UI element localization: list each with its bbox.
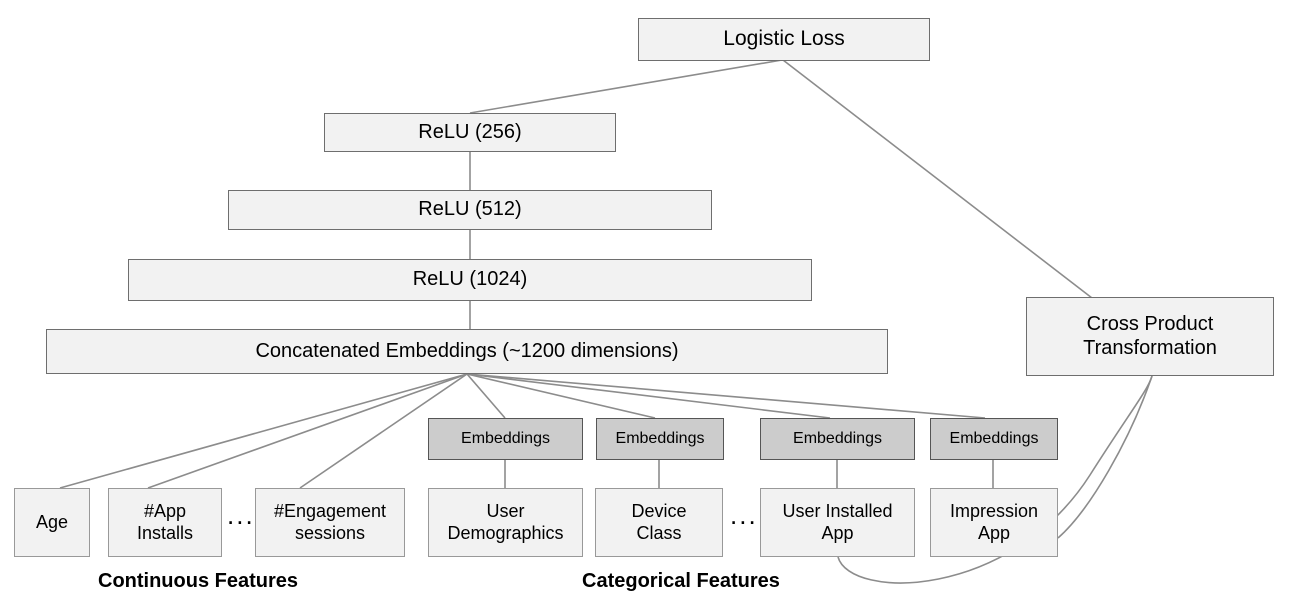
ellipsis-categorical: ... (730, 500, 758, 530)
node-relu-1024-label: ReLU (1024) (412, 268, 528, 291)
node-cross-product-line-1: Cross Product (1086, 312, 1214, 335)
edge-concat-to-age (59, 373, 468, 489)
node-embeddings-3-label: Embeddings (793, 429, 882, 447)
edge-concat-to-app-installs (147, 373, 468, 489)
node-feature-age-line-1: Age (35, 511, 69, 532)
ellipsis-continuous: ... (227, 500, 255, 530)
node-feature-device-class[interactable]: Device Class (595, 488, 723, 557)
node-feature-device-class-line-2: Class (636, 522, 682, 543)
edge-concat-to-embeddings-2 (466, 373, 656, 419)
node-logistic-loss[interactable]: Logistic Loss (638, 18, 930, 61)
edge-impression-app-to-crossproduct (1057, 375, 1153, 539)
node-relu-256-label: ReLU (256) (418, 120, 522, 143)
node-feature-device-class-line-1: Device (631, 501, 687, 522)
node-feature-impression-app-line-2: App (977, 522, 1011, 543)
node-feature-user-installed-app-line-1: User Installed (782, 501, 893, 522)
caption-categorical-features: Categorical Features (582, 570, 780, 592)
node-relu-256[interactable]: ReLU (256) (324, 113, 616, 152)
node-embeddings-3[interactable]: Embeddings (760, 418, 915, 460)
node-cross-product-line-2: Transformation (1083, 336, 1217, 359)
node-embeddings-4-label: Embeddings (949, 429, 1039, 447)
node-embeddings-1[interactable]: Embeddings (428, 418, 583, 460)
node-concatenated-embeddings[interactable]: Concatenated Embeddings (~1200 dimension… (46, 329, 888, 374)
caption-continuous-features: Continuous Features (98, 570, 299, 592)
node-feature-engagement-sessions-line-1: #Engagement (273, 501, 387, 522)
node-feature-user-installed-app-line-2: App (821, 522, 854, 543)
node-logistic-loss-label: Logistic Loss (723, 27, 845, 51)
node-feature-age[interactable]: Age (14, 488, 90, 557)
node-feature-user-installed-app[interactable]: User Installed App (760, 488, 915, 557)
node-feature-engagement-sessions[interactable]: #Engagement sessions (255, 488, 405, 557)
node-feature-app-installs-line-1: #App (143, 501, 187, 522)
node-embeddings-2-label: Embeddings (615, 429, 705, 447)
node-embeddings-4[interactable]: Embeddings (930, 418, 1058, 460)
node-feature-app-installs-line-2: Installs (136, 522, 194, 543)
node-embeddings-1-label: Embeddings (461, 429, 550, 447)
node-feature-user-demographics-line-2: Demographics (447, 522, 564, 543)
node-feature-user-demographics[interactable]: User Demographics (428, 488, 583, 557)
edge-concat-to-embeddings-3 (466, 373, 831, 419)
node-feature-user-demographics-line-1: User (486, 501, 525, 522)
node-feature-impression-app[interactable]: Impression App (930, 488, 1058, 557)
node-feature-impression-app-line-1: Impression (949, 501, 1039, 522)
node-embeddings-2[interactable]: Embeddings (596, 418, 724, 460)
edge-logistic-to-relu256 (469, 59, 783, 114)
edge-logistic-to-crossproduct (782, 59, 1093, 299)
edge-concat-to-embeddings-4 (466, 373, 986, 419)
edge-concat-to-embeddings-1 (466, 373, 506, 419)
node-relu-1024[interactable]: ReLU (1024) (128, 259, 812, 301)
node-feature-app-installs[interactable]: #App Installs (108, 488, 222, 557)
node-relu-512[interactable]: ReLU (512) (228, 190, 712, 230)
node-relu-512-label: ReLU (512) (418, 198, 522, 221)
node-feature-engagement-sessions-line-2: sessions (294, 522, 366, 543)
node-concatenated-embeddings-label: Concatenated Embeddings (~1200 dimension… (255, 339, 679, 362)
node-cross-product-transformation[interactable]: Cross Product Transformation (1026, 297, 1274, 376)
